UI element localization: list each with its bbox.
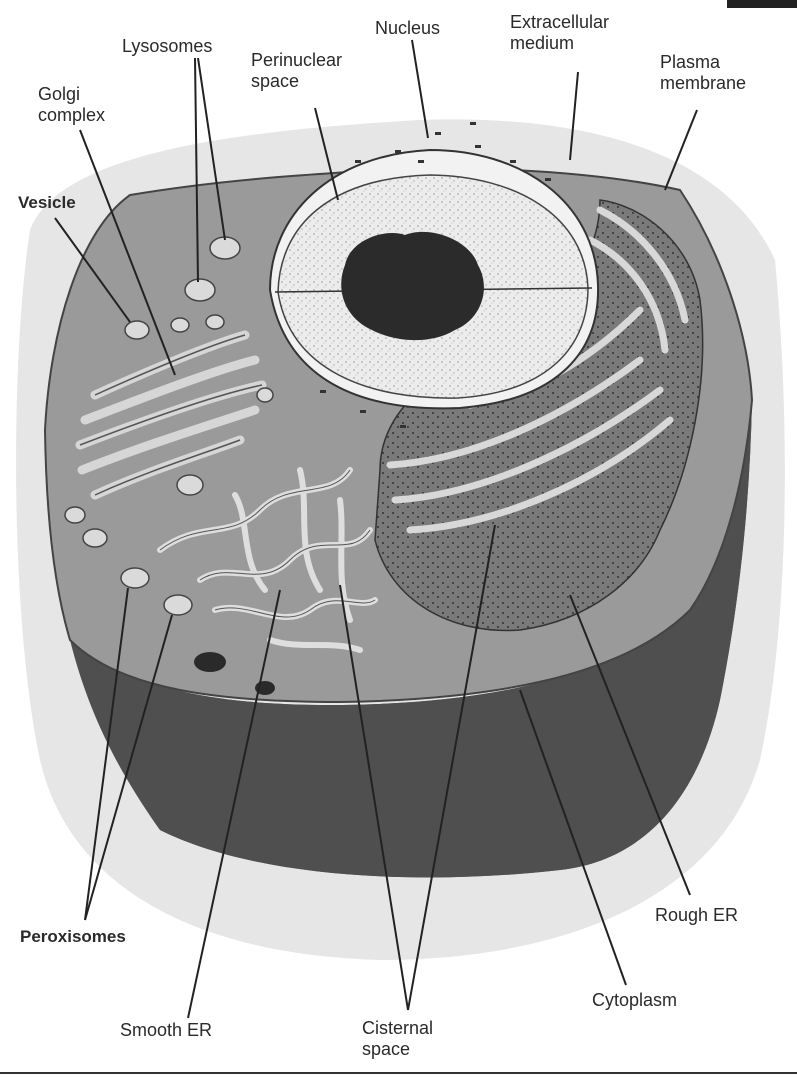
label-golgi-complex: Golgi complex — [38, 84, 105, 126]
bottom-rule — [0, 1072, 797, 1074]
label-perinuclear-space: Perinuclear space — [251, 50, 342, 92]
label-lysosomes: Lysosomes — [122, 36, 212, 57]
corner-mark — [727, 0, 797, 8]
label-vesicle: Vesicle — [18, 192, 76, 213]
dark-body — [194, 652, 226, 672]
label-plasma-membrane: Plasma membrane — [660, 52, 746, 94]
label-cisternal-space: Cisternal space — [362, 1018, 433, 1060]
nucleolus — [341, 232, 484, 340]
label-smooth-er: Smooth ER — [120, 1020, 212, 1041]
label-peroxisomes: Peroxisomes — [20, 926, 126, 947]
label-extracellular-medium: Extracellular medium — [510, 12, 609, 54]
label-rough-er: Rough ER — [655, 905, 738, 926]
label-nucleus: Nucleus — [375, 18, 440, 39]
label-cytoplasm: Cytoplasm — [592, 990, 677, 1011]
